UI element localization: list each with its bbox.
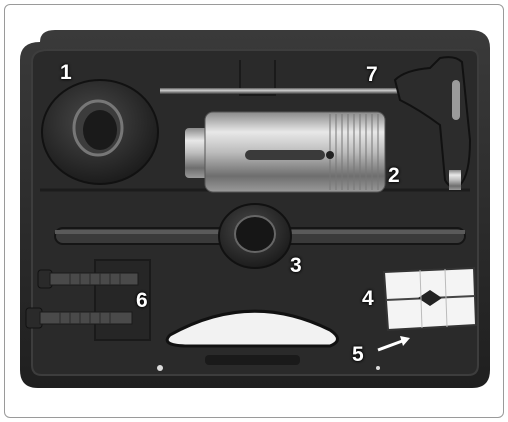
callout-5: 5 — [352, 343, 364, 366]
callout-4: 4 — [362, 287, 374, 310]
callout-6: 6 — [136, 289, 148, 312]
callout-2: 2 — [388, 164, 400, 187]
callout-3: 3 — [290, 254, 302, 277]
t-handle — [393, 56, 472, 188]
callout-7: 7 — [366, 63, 378, 86]
case-handle-opening — [165, 309, 339, 348]
callout-1: 1 — [60, 61, 72, 84]
